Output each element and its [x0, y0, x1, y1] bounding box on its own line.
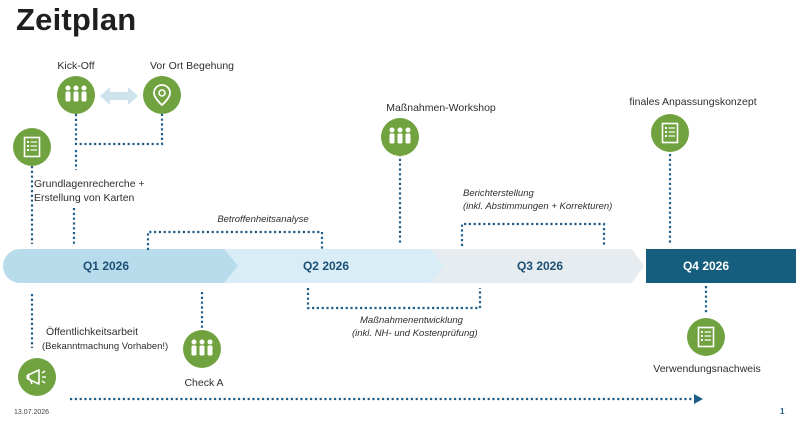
location-pin-icon	[143, 76, 181, 114]
grundlagen-label-line1: Grundlagenrecherche +	[34, 178, 145, 190]
megaphone-icon	[18, 358, 56, 396]
quarter-q1-shape	[3, 249, 238, 283]
massnahmen-label-line2: (inkl. NH- und Kostenprüfung)	[352, 328, 478, 339]
quarter-label-q2: Q2 2026	[302, 259, 350, 273]
quarter-label-q4: Q4 2026	[682, 259, 730, 273]
quarter-q3-shape	[418, 249, 644, 283]
quarter-q4-shape	[646, 249, 796, 283]
quarter-label-q1: Q1 2026	[82, 259, 130, 273]
workshop-label: Maßnahmen-Workshop	[386, 102, 496, 114]
oeffentlichkeit-label-line2: (Bekanntmachung Vorhaben!)	[42, 341, 169, 352]
workshop-group-icon	[381, 118, 419, 156]
double-arrow-icon	[100, 87, 138, 105]
massnahmen-label-line1: Maßnahmenentwicklung	[360, 315, 463, 326]
betroffenheit-label: Betroffenheitsanalyse	[217, 214, 309, 225]
quarter-q2-shape	[214, 249, 444, 283]
bericht-label-line1: Berichterstellung	[463, 188, 534, 199]
kickoff-group-icon	[57, 76, 95, 114]
konzept-document-list-icon	[651, 114, 689, 152]
kickoff-label: Kick-Off	[57, 60, 95, 72]
verwendung-label: Verwendungsnachweis	[653, 363, 761, 375]
check-group-icon	[183, 330, 221, 368]
konzept-label: finales Anpassungskonzept	[629, 96, 757, 108]
check-label: Check A	[184, 377, 224, 389]
bericht-label-line2: (inkl. Abstimmungen + Korrekturen)	[463, 201, 613, 212]
vor-ort-label: Vor Ort Begehung	[149, 60, 235, 72]
oeffentlichkeit-label-line1: Öffentlichkeitsarbeit	[46, 326, 139, 338]
page-number: 1	[780, 407, 785, 416]
quarter-label-q3: Q3 2026	[516, 259, 564, 273]
footer-date: 13.07.2026	[14, 409, 50, 416]
arrow-head	[694, 394, 703, 404]
page-title: Zeitplan	[16, 2, 137, 37]
verwendung-document-list-icon	[687, 318, 725, 356]
grundlagen-document-list-icon	[13, 128, 51, 166]
grundlagen-label-line2: Erstellung von Karten	[34, 192, 135, 204]
